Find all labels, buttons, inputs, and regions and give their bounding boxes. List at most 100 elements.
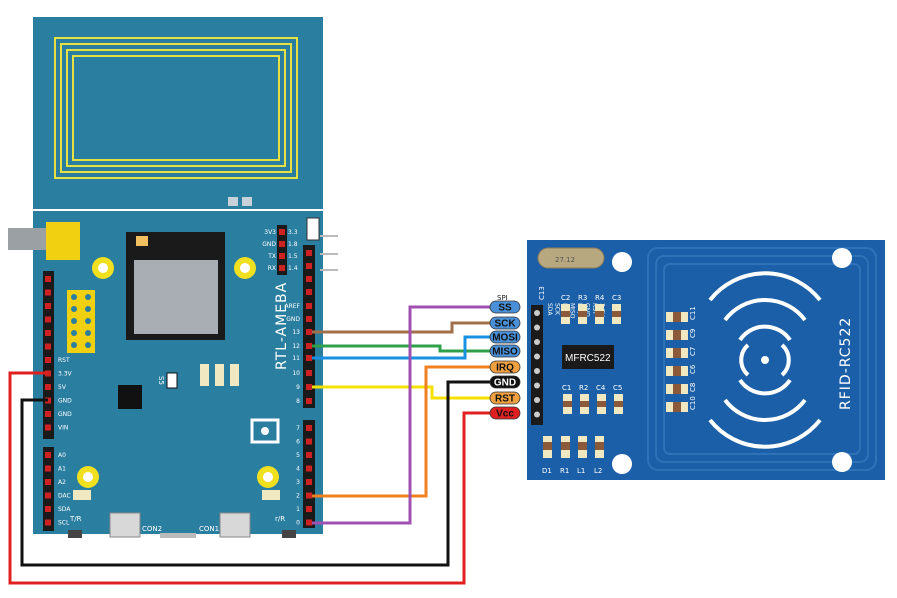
right-pin-label: 1 (296, 506, 300, 513)
mfrc522-chip (562, 345, 614, 369)
header-pin (279, 265, 285, 271)
rf-waves-icon (708, 271, 822, 449)
power-jack (8, 228, 48, 250)
rfid-pin-label: RST (591, 303, 598, 315)
usb-port (160, 533, 196, 538)
header-pin (45, 452, 51, 458)
component (230, 364, 239, 386)
rfid-pin (534, 368, 540, 374)
rfid-pin-label: MISO (569, 303, 576, 319)
wire-tag (489, 360, 521, 374)
header-pin (306, 276, 312, 282)
tr-button[interactable] (68, 530, 82, 538)
header-pin (306, 303, 312, 309)
rfid-module: 27.12 SDASCKMOSIMISOIRQGNDRST3.3V MFRC52… (527, 240, 885, 480)
right-pin-label: 2 (296, 493, 300, 500)
ic-chip (118, 385, 142, 409)
component-label: C13 (538, 286, 546, 300)
wire-11-mosi (312, 335, 490, 360)
rfid-pin-label: SDA (546, 303, 553, 316)
mount-hole (612, 454, 632, 474)
right-pin-label: 0 (296, 520, 300, 527)
uart-label: RX (268, 265, 276, 272)
wire-tag-label: GND (494, 378, 516, 389)
header-pin (306, 370, 312, 376)
header-pin (306, 250, 312, 256)
header-pin (306, 329, 312, 335)
right-pin-label: 12 (292, 343, 300, 350)
header-pin (306, 355, 312, 361)
uart-label: TX (267, 253, 276, 260)
left-pin-label: A1 (58, 466, 66, 473)
header-pin (306, 289, 312, 295)
right-pin-label: 13 (292, 329, 300, 336)
component-label: C5 (613, 384, 622, 392)
component (166, 372, 178, 389)
wire-tag-label: MISO (492, 347, 518, 358)
realtek-logo (250, 418, 280, 444)
right-pin-label: 11 (292, 355, 300, 362)
header-pin (306, 506, 312, 512)
antenna-icon (136, 236, 148, 246)
rf-center-dot (761, 356, 769, 364)
crystal (537, 247, 605, 269)
left-header (43, 271, 54, 531)
component-label: L2 (594, 467, 602, 475)
right-pin-label: 9 (296, 384, 300, 391)
component-label: C3 (612, 294, 621, 302)
uart-pin-number: 1.4 (288, 265, 298, 272)
left-pin-label: 5V (58, 384, 67, 391)
wire-tag (489, 344, 521, 358)
header-pin (45, 465, 51, 472)
wire-tag (489, 316, 521, 330)
left-pin-label: GND (58, 411, 72, 418)
right-header-pins (306, 250, 312, 526)
uart-label: 3V3 (264, 229, 276, 236)
switch[interactable] (306, 217, 320, 241)
uart-header (277, 225, 287, 275)
header-pin (306, 479, 312, 485)
right-pin-label: 4 (296, 466, 300, 473)
rfid-pin (534, 353, 540, 360)
component-label: C11 (689, 306, 697, 320)
component-label: C8 (689, 383, 697, 392)
rfid-antenna-trace (647, 247, 877, 471)
rfid-pin (534, 310, 540, 316)
header-pin (45, 492, 51, 499)
header-pin (45, 479, 51, 485)
right-pin-label: AREF (284, 303, 300, 310)
con1-label: CON1 (199, 525, 219, 533)
component-label: R3 (578, 294, 587, 302)
right-header (303, 245, 315, 528)
board-name: RTL-AMEBA (274, 282, 290, 370)
component (215, 364, 224, 386)
con1-connector (219, 512, 251, 538)
wifi-module-shield (134, 260, 218, 334)
mount-hole-center (83, 472, 93, 482)
component-label: C7 (689, 347, 697, 356)
header-pin (306, 438, 312, 445)
component-label: C1 (562, 384, 571, 392)
rfid-pin (534, 339, 540, 345)
component-label: C2 (561, 294, 570, 302)
rr-button[interactable] (282, 530, 296, 538)
component-label: C6 (689, 364, 697, 374)
header-pin (45, 384, 51, 390)
component-label: L1 (577, 467, 585, 475)
wire-tag (489, 330, 521, 344)
wire-0-ss (312, 305, 490, 525)
rfid-pin (534, 411, 540, 418)
header-pin (45, 411, 51, 417)
mount-hole (832, 452, 852, 472)
wire-tag (489, 375, 521, 389)
header-pin (306, 519, 312, 526)
wires (8, 305, 490, 585)
wire-gnd (20, 380, 490, 567)
component-label: C10 (689, 396, 697, 410)
header-pin (306, 384, 312, 390)
